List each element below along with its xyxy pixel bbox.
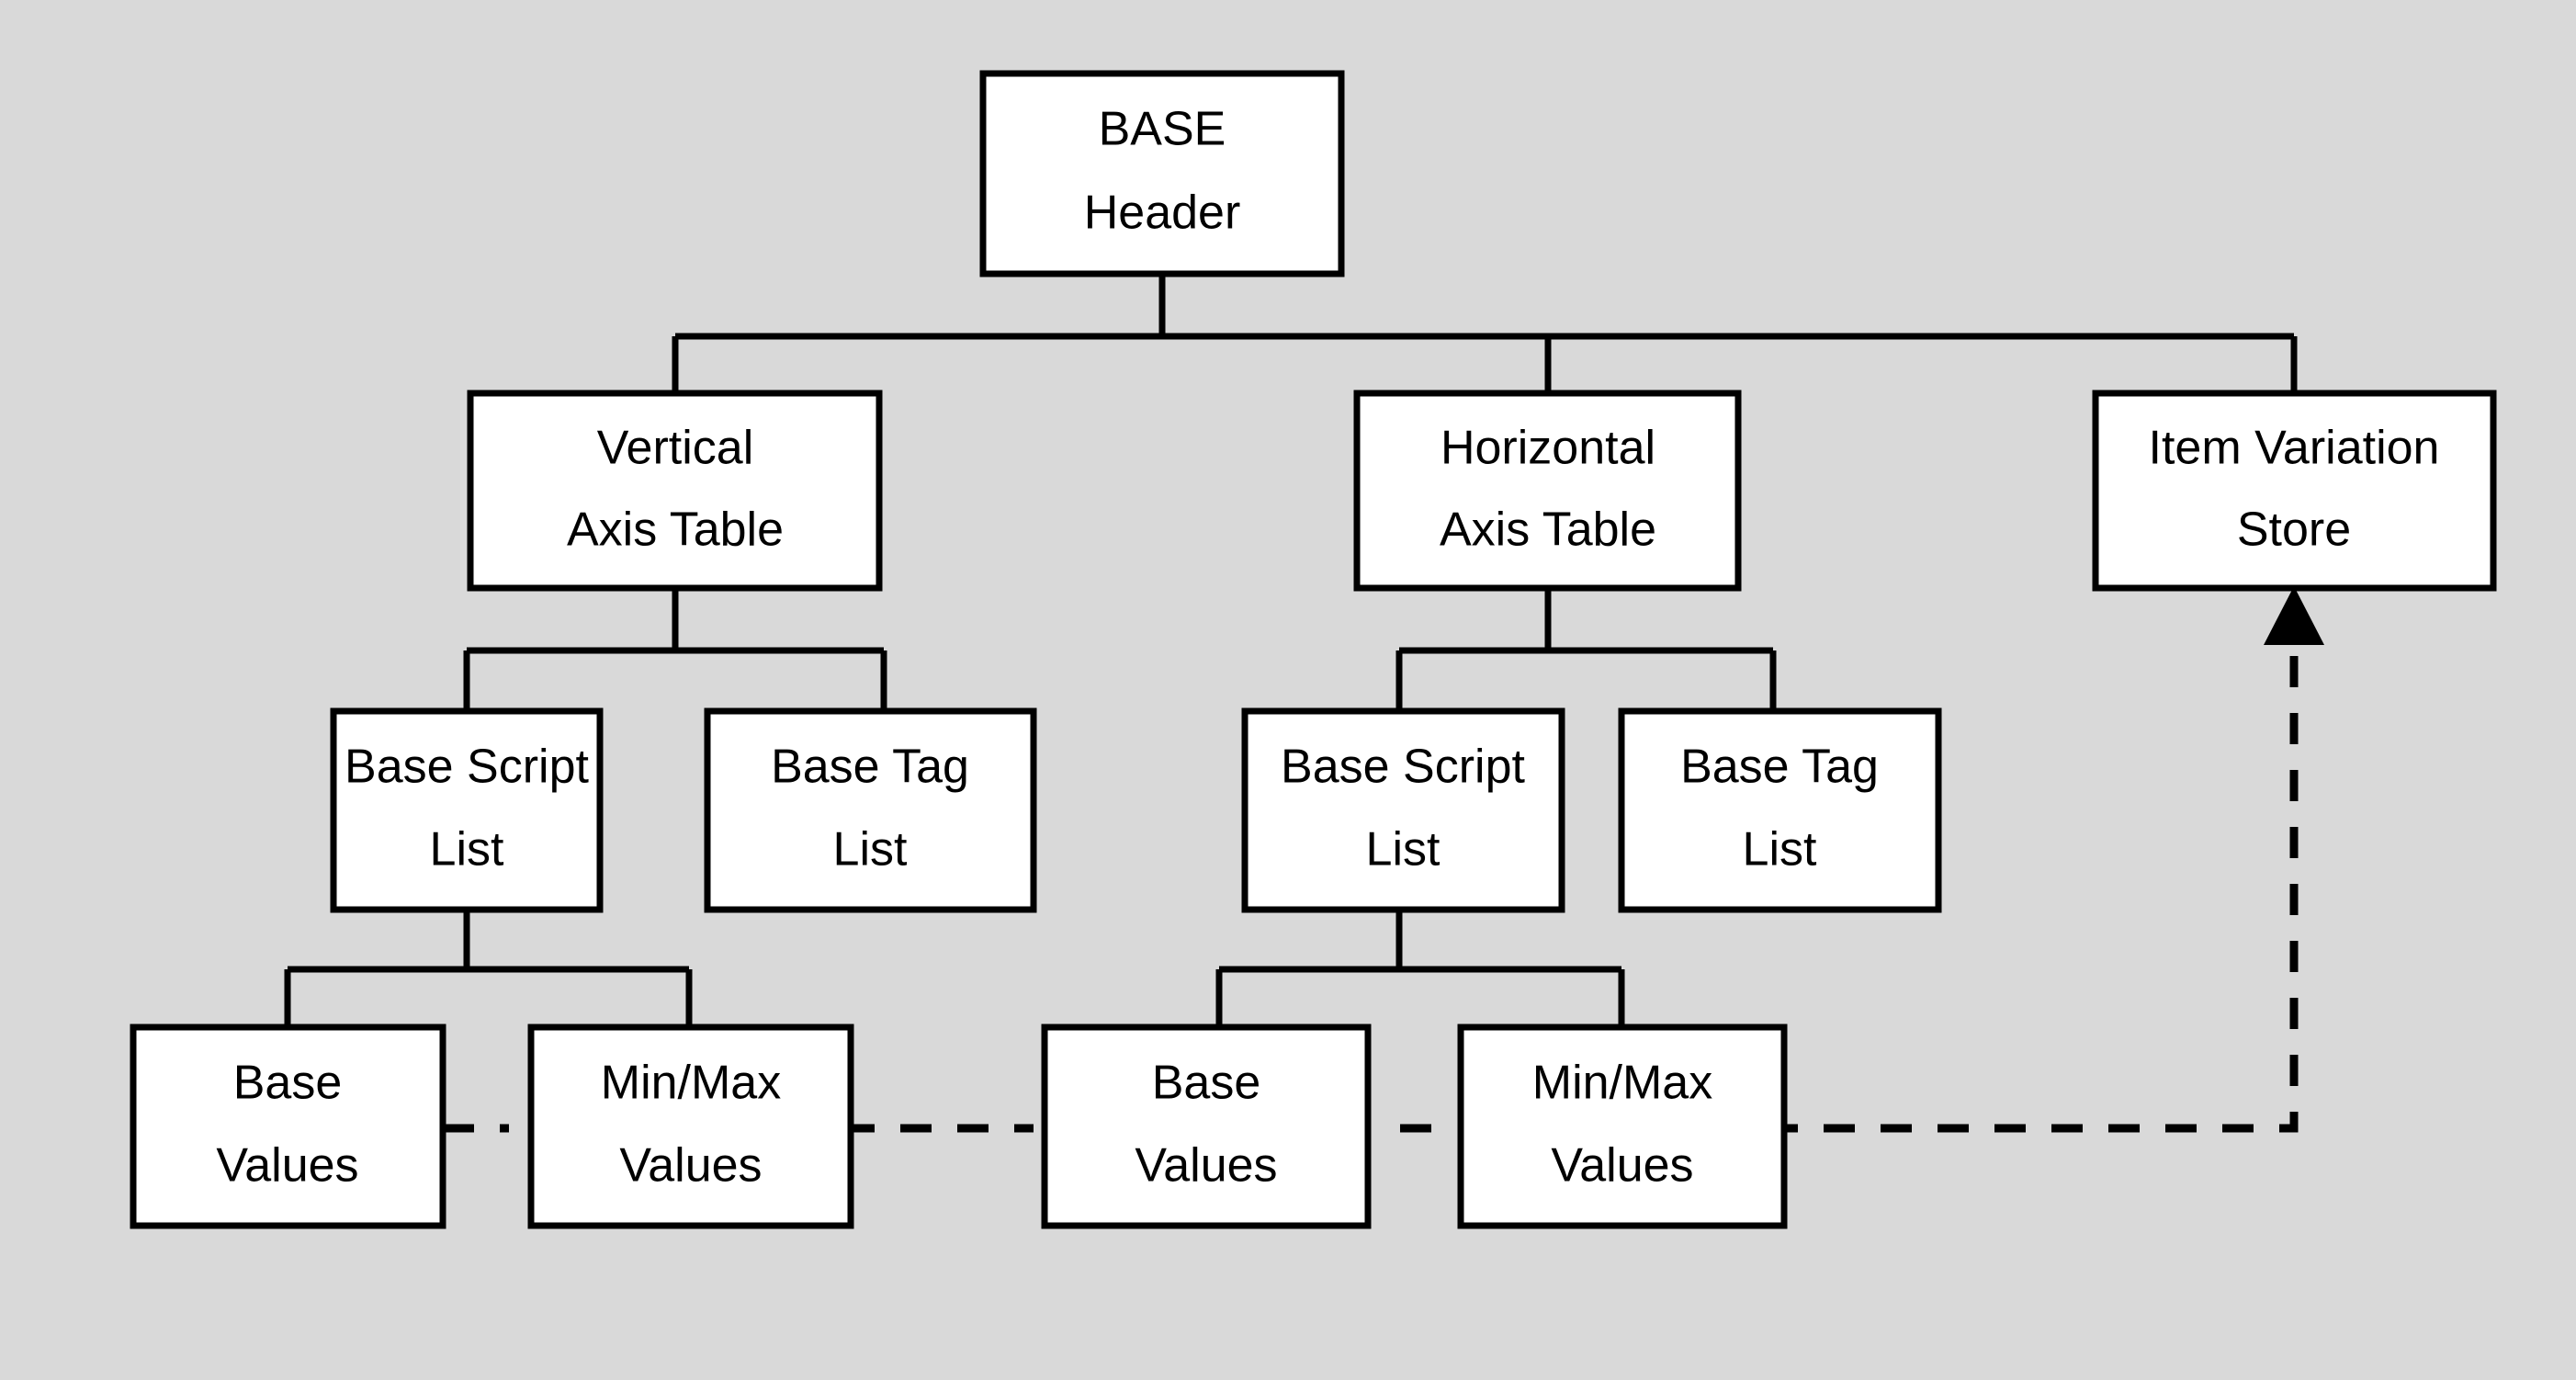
node-left-base-script-list-box[interactable] xyxy=(330,707,604,913)
connector-horizontal-axis-to-level3 xyxy=(1395,588,1777,711)
connector-dashed-values-chain xyxy=(443,586,2324,1133)
node-left-minmax-values-label-line2: Values xyxy=(619,1139,762,1193)
node-horizontal-axis-table-label-line1: Horizontal xyxy=(1441,422,1655,475)
connector-base-header-to-bus xyxy=(672,274,2298,393)
node-right-base-tag-list-box[interactable] xyxy=(1618,707,1942,913)
node-item-variation-store-label-line1: Item Variation xyxy=(2149,422,2440,475)
node-left-base-tag-list-box[interactable] xyxy=(704,707,1037,913)
node-vertical-axis-table-box[interactable] xyxy=(467,390,883,592)
node-left-base-values[interactable]: Base Values xyxy=(130,1024,446,1229)
node-right-base-script-list-box[interactable] xyxy=(1241,707,1565,913)
node-left-base-tag-list[interactable]: Base Tag List xyxy=(704,707,1037,913)
node-left-base-values-box[interactable] xyxy=(130,1024,446,1229)
node-base-header[interactable]: BASE Header xyxy=(979,70,1345,277)
node-left-base-script-list-label-line2: List xyxy=(430,823,504,877)
node-base-header-box[interactable] xyxy=(979,70,1345,277)
node-left-base-values-label-line1: Base xyxy=(233,1057,343,1110)
node-left-base-script-list[interactable]: Base Script List xyxy=(330,707,604,913)
node-horizontal-axis-table[interactable]: Horizontal Axis Table xyxy=(1353,390,1742,592)
node-right-minmax-values-label-line2: Values xyxy=(1551,1139,1693,1193)
node-left-minmax-values-box[interactable] xyxy=(527,1024,854,1229)
node-item-variation-store[interactable]: Item Variation Store xyxy=(2092,390,2497,592)
node-right-base-tag-list[interactable]: Base Tag List xyxy=(1618,707,1942,913)
node-right-base-script-list-label-line2: List xyxy=(1366,823,1441,877)
node-right-base-values[interactable]: Base Values xyxy=(1041,1024,1372,1229)
node-left-base-tag-list-label-line1: Base Tag xyxy=(771,741,969,794)
node-right-base-script-list-label-line1: Base Script xyxy=(1281,741,1525,794)
node-left-minmax-values-label-line1: Min/Max xyxy=(601,1057,781,1110)
node-right-base-script-list[interactable]: Base Script List xyxy=(1241,707,1565,913)
node-left-minmax-values[interactable]: Min/Max Values xyxy=(527,1024,854,1229)
node-right-minmax-values-label-line1: Min/Max xyxy=(1532,1057,1712,1110)
node-vertical-axis-table[interactable]: Vertical Axis Table xyxy=(467,390,883,592)
node-base-header-label-line2: Header xyxy=(1084,187,1241,240)
node-right-base-values-label-line1: Base xyxy=(1152,1057,1261,1110)
node-vertical-axis-table-label-line2: Axis Table xyxy=(567,503,784,557)
node-right-minmax-values-box[interactable] xyxy=(1457,1024,1788,1229)
node-right-base-values-label-line2: Values xyxy=(1135,1139,1277,1193)
node-item-variation-store-label-line2: Store xyxy=(2237,503,2351,557)
node-left-base-script-list-label-line1: Base Script xyxy=(345,741,589,794)
node-vertical-axis-table-label-line1: Vertical xyxy=(597,422,754,475)
node-right-base-values-box[interactable] xyxy=(1041,1024,1372,1229)
connector-right-script-to-values xyxy=(1215,910,1625,1027)
arrowhead-icon-to-item-variation-store xyxy=(2264,586,2324,645)
connector-left-script-to-values xyxy=(284,910,693,1027)
node-right-minmax-values[interactable]: Min/Max Values xyxy=(1457,1024,1788,1229)
node-right-base-tag-list-label-line2: List xyxy=(1743,823,1817,877)
node-horizontal-axis-table-box[interactable] xyxy=(1353,390,1742,592)
node-item-variation-store-box[interactable] xyxy=(2092,390,2497,592)
node-horizontal-axis-table-label-line2: Axis Table xyxy=(1440,503,1656,557)
node-left-base-values-label-line2: Values xyxy=(216,1139,358,1193)
node-base-header-label-line1: BASE xyxy=(1099,103,1226,156)
node-right-base-tag-list-label-line1: Base Tag xyxy=(1680,741,1879,794)
node-left-base-tag-list-label-line2: List xyxy=(833,823,908,877)
connector-vertical-axis-to-level3 xyxy=(463,588,887,711)
dashed-right-minmax-to-item-variation-store xyxy=(1767,618,2299,1133)
